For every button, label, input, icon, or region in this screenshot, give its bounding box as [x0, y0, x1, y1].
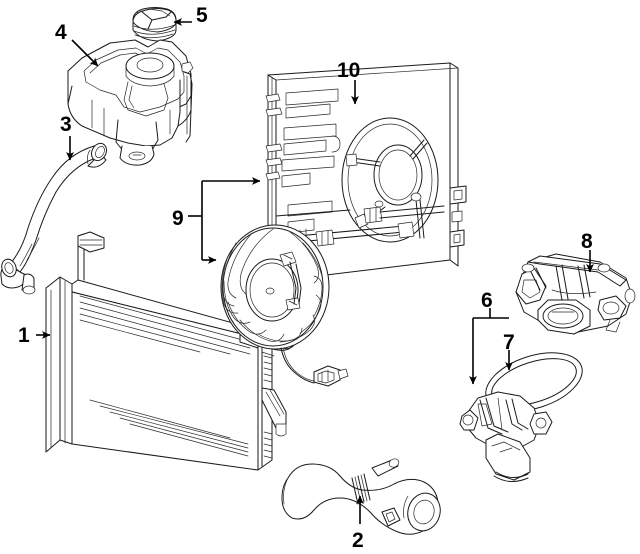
callout-label-4: 4: [55, 21, 67, 44]
leader-4: [71, 39, 99, 67]
callout-label-5: 5: [196, 4, 208, 27]
callout-label-7: 7: [503, 331, 515, 354]
callout-label-1: 1: [18, 324, 30, 347]
part-thermostat-housing: [459, 391, 553, 482]
part-reservoir-cap: [132, 7, 177, 42]
leader-9: [188, 177, 261, 264]
part-lower-radiator-hose: [281, 458, 441, 535]
callout-label-2: 2: [352, 529, 364, 552]
leader-6: [469, 308, 509, 385]
part-radiator: [45, 231, 298, 471]
part-fan-shroud: [265, 62, 467, 287]
part-cooling-fan: [220, 224, 349, 387]
callout-label-9: 9: [172, 207, 184, 230]
callout-label-8: 8: [581, 230, 593, 253]
part-water-pump-housing: [515, 253, 636, 335]
callout-label-6: 6: [481, 289, 493, 312]
callout-label-10: 10: [337, 59, 361, 82]
part-coolant-reservoir-tank: [67, 39, 194, 166]
callout-label-3: 3: [60, 113, 72, 136]
part-upper-radiator-hose: [0, 142, 107, 295]
